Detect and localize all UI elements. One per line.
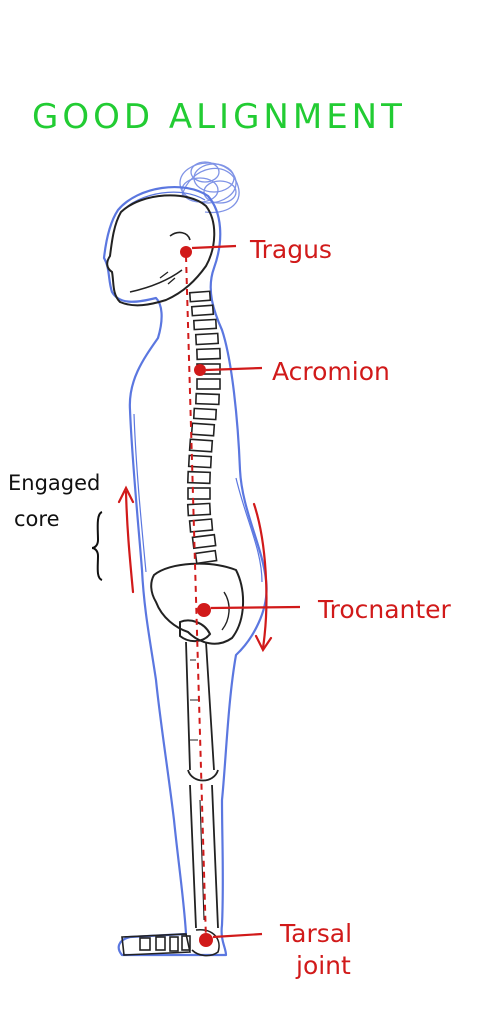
landmark-tarsal-joint <box>199 932 263 947</box>
spine <box>186 290 221 565</box>
plumb-line <box>185 255 207 941</box>
skull <box>106 194 216 307</box>
landmark-acromion <box>194 364 263 376</box>
down-arrow <box>252 502 273 653</box>
core-bracket <box>91 511 103 581</box>
up-arrow <box>117 485 135 594</box>
label-tragus: Tragus <box>249 235 332 264</box>
label-core-line1: Engaged <box>8 471 100 495</box>
label-tarsal-line2: joint <box>295 951 351 980</box>
label-trocanter: Trocnanter <box>317 595 452 624</box>
diagram-title: GOOD ALIGNMENT <box>32 97 406 137</box>
hair-bun <box>179 161 240 214</box>
landmark-tragus <box>180 244 237 258</box>
leg-bones <box>185 641 219 929</box>
label-tarsal-line1: Tarsal <box>279 919 352 948</box>
body-outline <box>102 185 268 957</box>
label-core-line2: core <box>14 507 60 531</box>
landmark-trocanter <box>197 603 301 617</box>
foot-bones <box>121 929 220 957</box>
pelvis <box>150 562 245 645</box>
label-acromion: Acromion <box>272 357 390 386</box>
